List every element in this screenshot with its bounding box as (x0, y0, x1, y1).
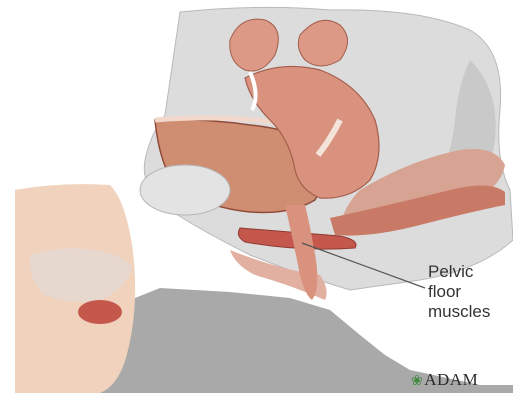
body-inset-organs (78, 300, 122, 324)
pelvic-floor-muscles-label: Pelvic floor muscles (428, 262, 490, 322)
leaf-icon: ❀ (411, 374, 423, 389)
label-line-3: muscles (428, 302, 490, 322)
logo-text: ADAM (424, 370, 478, 389)
label-line-2: floor (428, 282, 490, 302)
label-line-1: Pelvic (428, 262, 490, 282)
pubic-bone (140, 165, 230, 215)
adam-logo: ❀ADAM (411, 370, 478, 390)
